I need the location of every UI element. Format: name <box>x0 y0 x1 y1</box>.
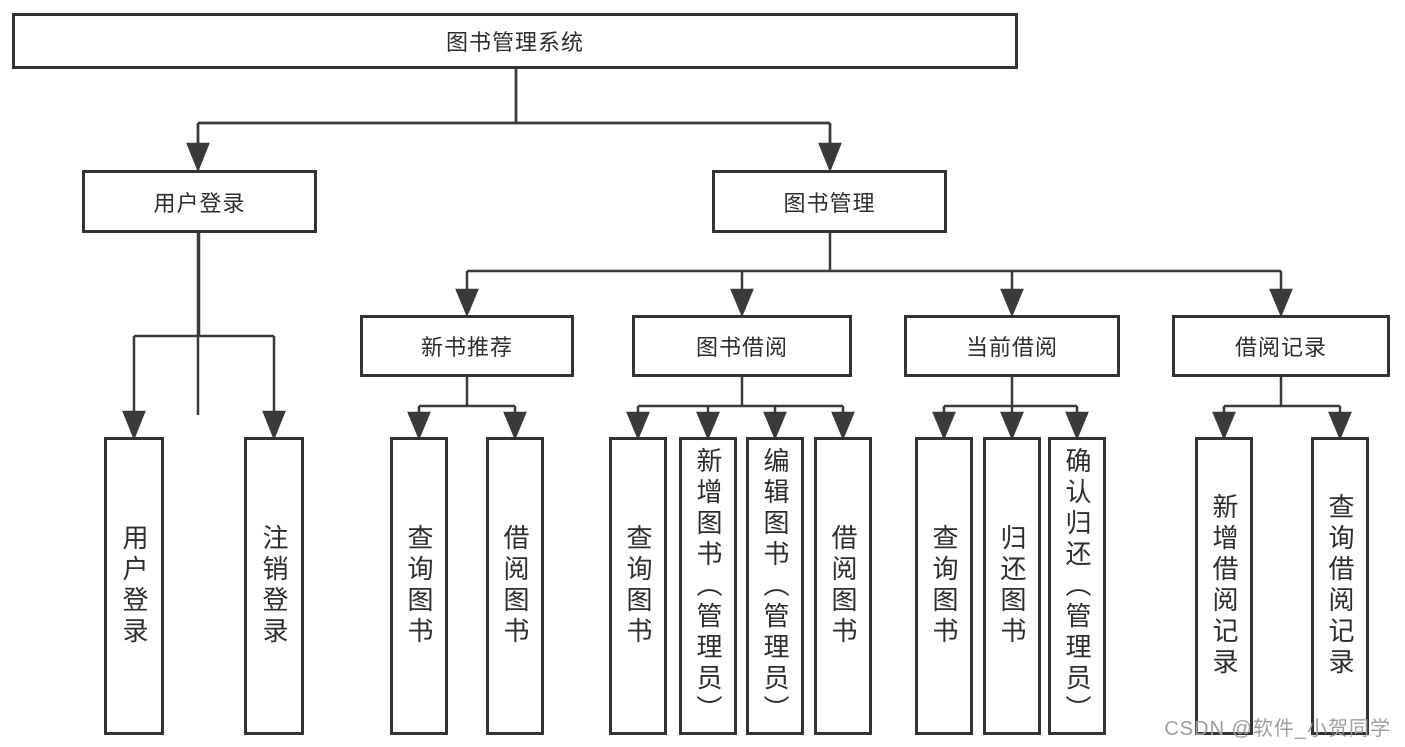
leaf-label: 用户登录 <box>119 524 149 648</box>
leaf-user-login: 用户登录 <box>104 437 164 735</box>
node-borrow-records: 借阅记录 <box>1172 315 1390 377</box>
leaf-label: 新增图书（管理员） <box>693 446 723 726</box>
leaf-add-book-admin: 新增图书（管理员） <box>679 437 737 735</box>
leaf-logout: 注销登录 <box>244 437 304 735</box>
node-label: 图书借阅 <box>695 335 788 360</box>
leaf-label: 查询借阅记录 <box>1325 493 1355 679</box>
node-book-borrow: 图书借阅 <box>632 315 852 377</box>
node-current-borrow: 当前借阅 <box>904 315 1120 377</box>
leaf-label: 借阅图书 <box>500 524 530 648</box>
leaf-label: 编辑图书（管理员） <box>760 446 790 726</box>
node-library-system-root: 图书管理系统 <box>12 13 1018 69</box>
leaf-confirm-return-admin: 确认归还（管理员） <box>1048 437 1106 735</box>
leaf-label: 查询图书 <box>929 524 959 648</box>
leaf-query-books-borrow: 查询图书 <box>609 437 667 735</box>
connector-root-to-level2 <box>186 69 842 415</box>
node-user-login: 用户登录 <box>82 170 317 233</box>
connector-newbooks-to-leaves <box>407 377 527 441</box>
node-label: 新书推荐 <box>420 335 513 360</box>
leaf-label: 注销登录 <box>259 524 289 648</box>
leaf-borrow-books: 借阅图书 <box>814 437 872 735</box>
connector-bookmgmt-to-level3 <box>455 233 1293 318</box>
leaf-label: 归还图书 <box>997 524 1027 648</box>
leaf-query-borrow-record: 查询借阅记录 <box>1311 437 1369 735</box>
connector-userlogin-to-leaves <box>122 233 286 441</box>
connector-borrow-to-leaves <box>626 377 855 441</box>
leaf-label: 查询图书 <box>623 524 653 648</box>
leaf-label: 确认归还（管理员） <box>1062 446 1092 726</box>
connector-records-to-leaves <box>1212 377 1352 441</box>
node-label: 图书管理 <box>783 190 876 216</box>
leaf-return-books: 归还图书 <box>983 437 1041 735</box>
node-new-book-recommend: 新书推荐 <box>360 315 574 377</box>
leaf-add-borrow-record: 新增借阅记录 <box>1195 437 1253 735</box>
node-label: 图书管理系统 <box>445 30 584 55</box>
node-label: 用户登录 <box>153 190 246 216</box>
leaf-query-books-newbooks: 查询图书 <box>390 437 448 735</box>
node-label: 借阅记录 <box>1234 335 1327 360</box>
node-book-management: 图书管理 <box>712 170 947 233</box>
leaf-borrow-books-newbooks: 借阅图书 <box>486 437 544 735</box>
leaf-label: 新增借阅记录 <box>1209 493 1239 679</box>
leaf-label: 借阅图书 <box>828 524 858 648</box>
leaf-edit-book-admin: 编辑图书（管理员） <box>746 437 804 735</box>
leaf-label: 查询图书 <box>404 524 434 648</box>
node-label: 当前借阅 <box>965 335 1058 360</box>
connector-current-to-leaves <box>932 377 1089 441</box>
leaf-query-books-current: 查询图书 <box>915 437 973 735</box>
